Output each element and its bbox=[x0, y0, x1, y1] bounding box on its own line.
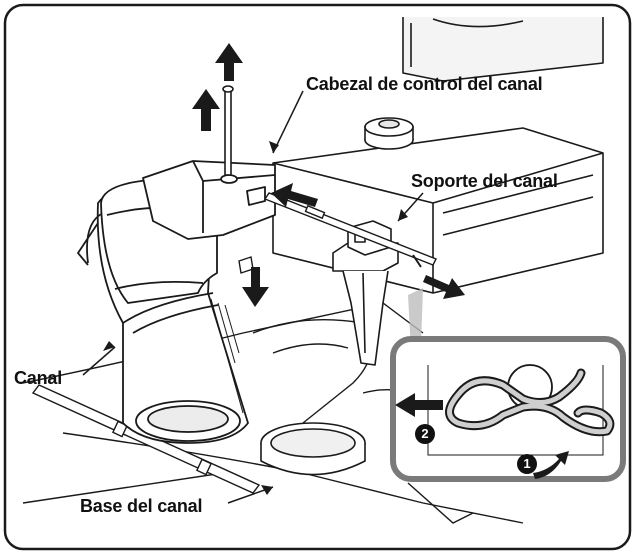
arrow-up-head-icon bbox=[192, 89, 220, 131]
fuel-cap-icon bbox=[364, 117, 414, 150]
leader-head bbox=[272, 90, 304, 154]
step-number-2: 2 bbox=[415, 424, 435, 444]
arrow-left-rod-icon bbox=[271, 183, 318, 207]
step-number-1: 1 bbox=[517, 454, 537, 474]
bolt-icon bbox=[222, 85, 234, 176]
diagram-frame bbox=[3, 3, 632, 551]
inset-callout bbox=[390, 336, 626, 482]
leader-arrowheads bbox=[103, 141, 408, 495]
leader-chute bbox=[82, 346, 116, 376]
arrow-rotate-icon bbox=[533, 451, 569, 479]
chute-control-head bbox=[142, 160, 276, 240]
label-chute-support: Soporte del canal bbox=[411, 171, 558, 191]
label-chute-control-head: Cabezal de control del canal bbox=[306, 74, 543, 94]
inset-connector bbox=[408, 288, 423, 351]
arrow-right-rod-icon bbox=[423, 275, 465, 299]
control-rod bbox=[263, 192, 437, 268]
label-chute-base: Base del canal bbox=[80, 496, 203, 516]
arrow-down-icon bbox=[242, 267, 269, 307]
drive-rod bbox=[31, 384, 261, 494]
label-chute: Canal bbox=[14, 368, 63, 388]
chute-base-ring bbox=[260, 422, 366, 476]
arrow-up-bolt-icon bbox=[215, 43, 243, 81]
arrow-pull-left-icon bbox=[395, 393, 443, 417]
